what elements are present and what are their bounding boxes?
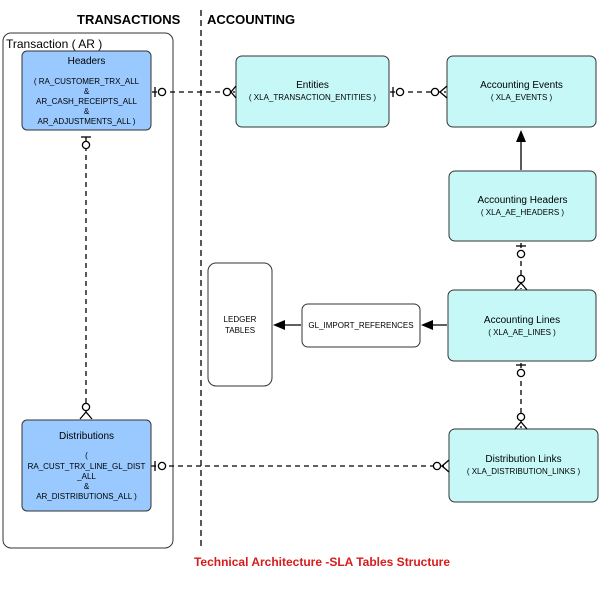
crow-foot-marker: [514, 421, 528, 430]
zero-circle-marker: [81, 140, 91, 150]
gl-import-references-title: GL_IMPORT_REFERENCES: [308, 321, 413, 330]
zero-circle-marker: [395, 87, 405, 97]
zero-circle-marker: [157, 461, 167, 471]
entities-table: ( XLA_TRANSACTION_ENTITIES ): [249, 93, 376, 102]
zero-circle-marker: [516, 249, 526, 259]
distributions-line-5: AR_DISTRIBUTIONS_ALL ): [36, 492, 137, 501]
transaction-ar-group-label: Transaction ( AR ): [6, 37, 102, 51]
headers-line-1: ( RA_CUSTOMER_TRX_ALL: [34, 77, 140, 86]
headers-node[interactable]: Headers ( RA_CUSTOMER_TRX_ALL & AR_CASH_…: [21, 50, 152, 131]
gl-import-references-node[interactable]: GL_IMPORT_REFERENCES: [301, 303, 421, 348]
headers-title: Headers: [68, 56, 106, 67]
crow-foot-marker: [79, 411, 93, 420]
entities-title: Entities: [296, 80, 329, 91]
ledger-tables-box[interactable]: [207, 262, 273, 387]
accounting-lines-node[interactable]: Accounting Lines ( XLA_AE_LINES ): [447, 289, 597, 362]
zero-circle-marker: [432, 461, 442, 471]
distributions-box[interactable]: [21, 419, 152, 512]
accounting-events-title: Accounting Events: [480, 80, 563, 91]
zero-circle-marker: [516, 368, 526, 378]
zero-circle-marker: [516, 412, 526, 422]
entities-box[interactable]: [235, 55, 390, 128]
accounting-headers-box[interactable]: [448, 170, 597, 242]
crow-foot-marker: [514, 282, 528, 291]
entities-node[interactable]: Entities ( XLA_TRANSACTION_ENTITIES ): [235, 55, 390, 128]
zero-circle-marker: [516, 274, 526, 284]
accounting-lines-box[interactable]: [447, 289, 597, 362]
headers-line-2: &: [84, 87, 90, 96]
zero-circle-marker: [157, 87, 167, 97]
arrowhead-to-ledger: [273, 320, 285, 330]
distribution-links-table: ( XLA_DISTRIBUTION_LINKS ): [467, 467, 581, 476]
distributions-line-4: &: [84, 482, 90, 491]
arrowhead-to-gl-import: [421, 320, 433, 330]
headers-box[interactable]: [21, 50, 152, 131]
distributions-line-2: RA_CUST_TRX_LINE_GL_DIST: [28, 462, 146, 471]
distribution-links-node[interactable]: Distribution Links ( XLA_DISTRIBUTION_LI…: [448, 428, 599, 503]
arrowhead-to-events: [516, 130, 526, 142]
distributions-title: Distributions: [59, 431, 114, 442]
distributions-node[interactable]: Distributions ( RA_CUST_TRX_LINE_GL_DIST…: [21, 419, 152, 512]
distribution-links-title: Distribution Links: [485, 454, 561, 465]
zero-circle-marker: [81, 402, 91, 412]
crow-foot-marker: [230, 85, 237, 99]
distributions-line-3: _ALL: [76, 472, 96, 481]
crow-foot-marker: [441, 459, 450, 473]
headers-line-4: &: [84, 107, 90, 116]
headers-line-5: AR_ADJUSTMENTS_ALL ): [38, 117, 136, 126]
er-markers: [79, 85, 528, 473]
accounting-events-node[interactable]: Accounting Events ( XLA_EVENTS ): [446, 55, 597, 128]
headers-line-3: AR_CASH_RECEIPTS_ALL: [36, 97, 137, 106]
accounting-section-header: ACCOUNTING: [207, 12, 295, 27]
zero-circle-marker: [430, 87, 440, 97]
transactions-section-header: TRANSACTIONS: [77, 12, 181, 27]
accounting-lines-title: Accounting Lines: [484, 315, 560, 326]
ledger-tables-node[interactable]: LEDGER TABLES: [207, 262, 273, 387]
gl-import-references-box[interactable]: [301, 303, 421, 348]
ledger-tables-line-1: LEDGER: [224, 315, 257, 324]
ledger-tables-line-2: TABLES: [225, 326, 255, 335]
accounting-headers-title: Accounting Headers: [477, 195, 567, 206]
accounting-events-box[interactable]: [446, 55, 597, 128]
accounting-events-table: ( XLA_EVENTS ): [491, 93, 553, 102]
crow-foot-marker: [439, 85, 448, 99]
distribution-links-box[interactable]: [448, 428, 599, 503]
accounting-lines-table: ( XLA_AE_LINES ): [488, 328, 556, 337]
relationship-lines: [85, 91, 522, 467]
distributions-line-1: (: [85, 451, 88, 460]
zero-circle-marker: [222, 87, 232, 97]
accounting-headers-node[interactable]: Accounting Headers ( XLA_AE_HEADERS ): [448, 170, 597, 242]
transaction-ar-group: [2, 32, 174, 549]
accounting-headers-table: ( XLA_AE_HEADERS ): [481, 208, 564, 217]
diagram-caption: Technical Architecture -SLA Tables Struc…: [194, 555, 450, 569]
